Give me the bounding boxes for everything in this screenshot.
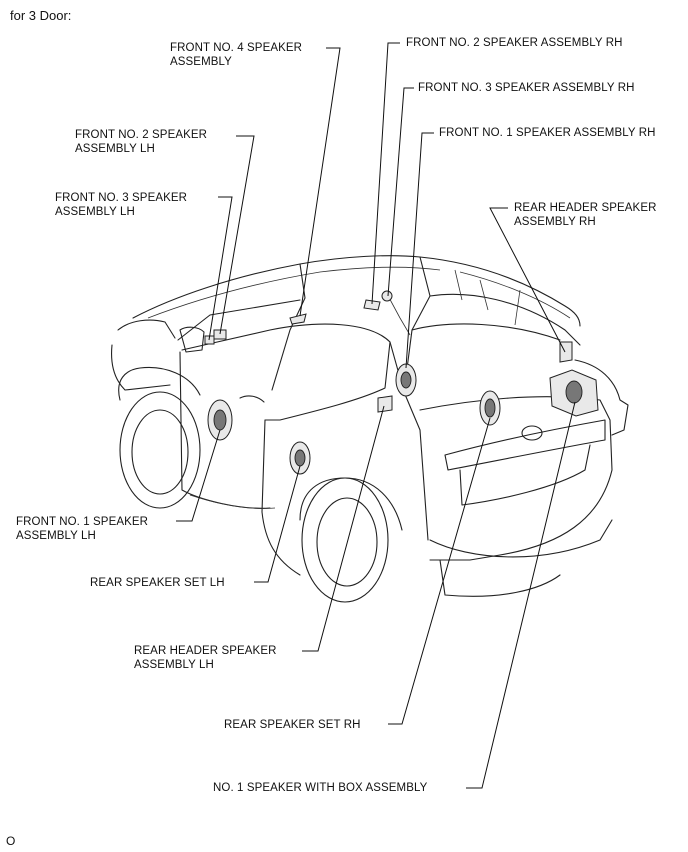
- rear-speaker-set-rh-graphic: [479, 390, 501, 426]
- label-front-no4-speaker: FRONT NO. 4 SPEAKER ASSEMBLY: [170, 42, 303, 68]
- front-no1-speaker-rh-graphic: [395, 363, 417, 397]
- label-front-no1-speaker-lh: FRONT NO. 1 SPEAKER ASSEMBLY LH: [16, 516, 149, 542]
- label-rear-speaker-set-rh: REAR SPEAKER SET RH: [224, 719, 361, 731]
- variant-heading: for 3 Door:: [10, 8, 72, 23]
- leader-rear-speaker-rh: [388, 417, 491, 725]
- label-front-no3-speaker-rh: FRONT NO. 3 SPEAKER ASSEMBLY RH: [418, 82, 635, 94]
- label-no1-speaker-with-box: NO. 1 SPEAKER WITH BOX ASSEMBLY: [213, 782, 428, 794]
- label-front-no3-speaker-lh: FRONT NO. 3 SPEAKER ASSEMBLY LH: [55, 192, 188, 218]
- rear-speaker-set-lh-graphic: [289, 441, 311, 475]
- no1-speaker-with-box-graphic: [549, 369, 599, 417]
- leader-no1-box: [466, 401, 576, 789]
- leader-front-no4: [299, 47, 341, 317]
- label-rear-header-speaker-rh: REAR HEADER SPEAKER ASSEMBLY RH: [514, 202, 657, 228]
- rear-header-speaker-rh-graphic: [559, 341, 573, 363]
- label-front-no2-speaker-lh: FRONT NO. 2 SPEAKER ASSEMBLY LH: [75, 129, 208, 155]
- label-rear-header-speaker-lh: REAR HEADER SPEAKER ASSEMBLY LH: [134, 645, 277, 671]
- leader-front-no2-lh: [219, 135, 255, 335]
- rear-header-speaker-lh-graphic: [377, 395, 393, 413]
- label-front-no2-speaker-rh: FRONT NO. 2 SPEAKER ASSEMBLY RH: [406, 37, 623, 49]
- front-no2-speaker-rh-graphic: [363, 299, 381, 311]
- leader-front-no2-rh: [371, 42, 400, 305]
- front-no3-speaker-rh-graphic: [381, 290, 393, 302]
- figure-code: O: [6, 834, 16, 848]
- leader-rear-header-rh: [489, 207, 566, 353]
- label-front-no1-speaker-rh: FRONT NO. 1 SPEAKER ASSEMBLY RH: [439, 127, 656, 139]
- leader-front-no1-rh: [405, 132, 434, 369]
- leader-front-no3-rh: [387, 87, 414, 297]
- leader-rear-speaker-lh: [254, 465, 301, 583]
- leader-front-no1-lh: [176, 429, 221, 522]
- leader-rear-header-lh: [302, 405, 385, 652]
- label-rear-speaker-set-lh: REAR SPEAKER SET LH: [90, 577, 225, 589]
- front-no4-speaker-graphic: [289, 313, 307, 325]
- vehicle-body: [111, 255, 629, 603]
- front-no1-speaker-lh-graphic: [207, 399, 233, 441]
- front-no2-speaker-lh-graphic: [213, 329, 227, 340]
- speakers: [204, 290, 599, 475]
- leader-lines: [176, 42, 576, 789]
- leader-front-no3-lh: [208, 196, 233, 341]
